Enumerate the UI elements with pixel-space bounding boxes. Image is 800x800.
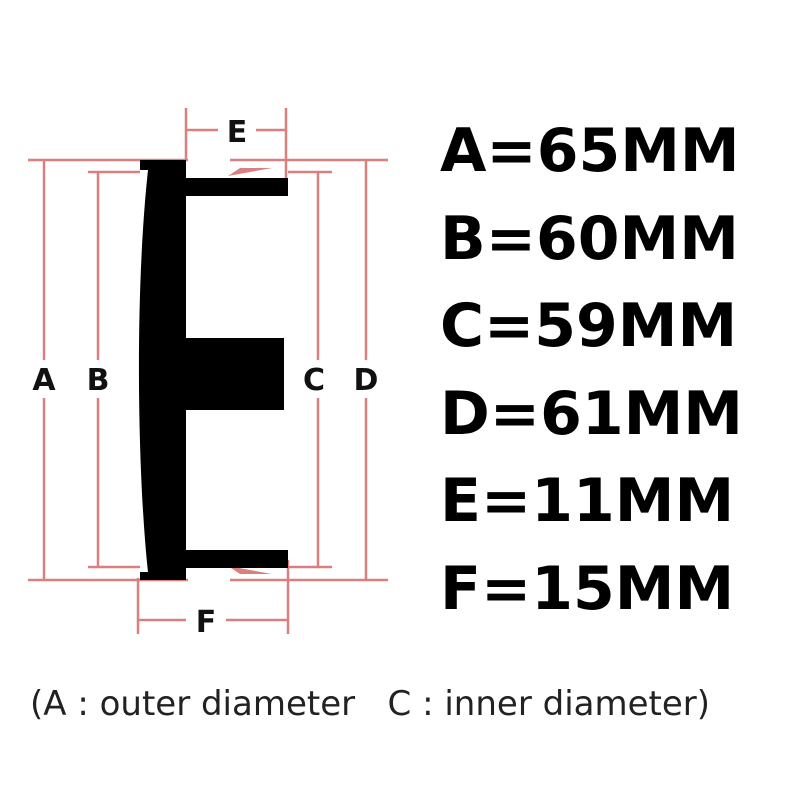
dim-label-f: F <box>196 605 217 640</box>
dim-label-a: A <box>32 363 56 398</box>
cap-top-prong <box>184 178 288 196</box>
dim-label-d: D <box>354 363 379 398</box>
spec-d: D=61MM <box>440 378 743 449</box>
dim-label-e: E <box>227 115 248 150</box>
spec-e: E=11MM <box>440 466 735 536</box>
dim-label-c: C <box>303 363 325 398</box>
note-inner: C : inner diameter) <box>387 684 710 724</box>
spec-f: F=15MM <box>440 553 735 624</box>
cap-center-boss <box>184 338 284 410</box>
spec-a: A=65MM <box>440 116 740 186</box>
note-outer: (A : outer diameter <box>30 684 356 724</box>
hub-cap-profile <box>138 160 288 580</box>
dimension-lines <box>28 108 388 634</box>
diameter-note: (A : outer diameter C : inner diameter) <box>30 684 710 724</box>
clip-accent-top <box>228 168 272 176</box>
cap-face <box>138 160 186 580</box>
spec-c: C=59MM <box>440 291 738 361</box>
spec-b: B=60MM <box>440 203 739 274</box>
spec-list: A=65MM B=60MM C=59MM D=61MM E=11MM F=15M… <box>440 108 743 633</box>
cap-bottom-prong <box>184 550 288 568</box>
note-gap <box>355 684 387 724</box>
dim-label-b: B <box>87 363 110 398</box>
